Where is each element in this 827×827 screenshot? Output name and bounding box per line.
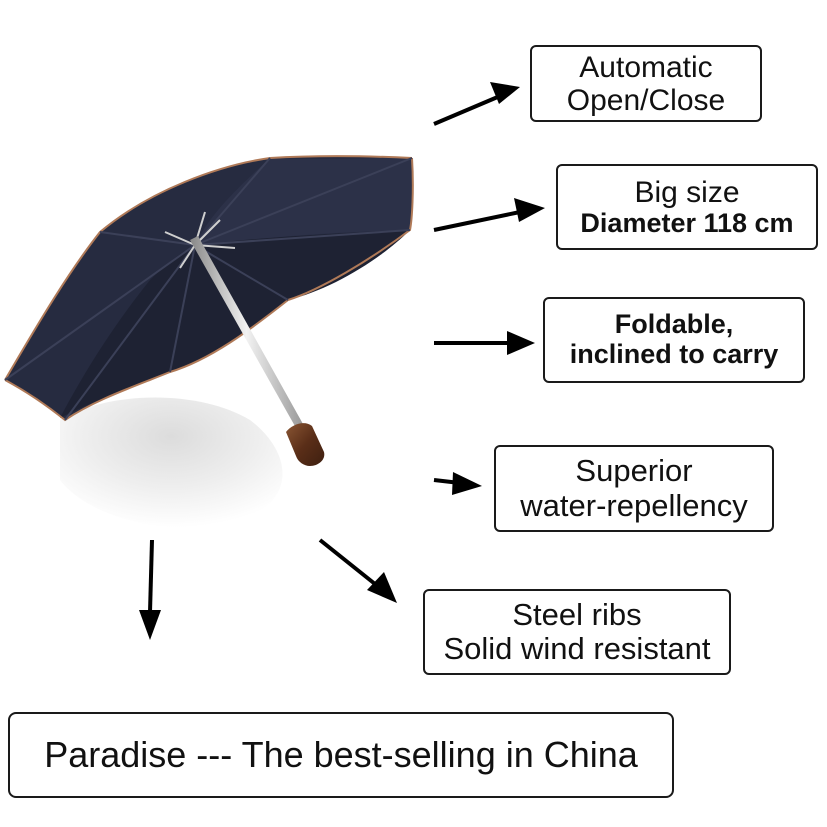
feature-size-box: Big size Diameter 118 cm: [556, 164, 818, 250]
feature-automatic-box: Automatic Open/Close: [530, 45, 762, 122]
feature-water-box: Superior water-repellency: [494, 445, 774, 532]
banner-box: Paradise --- The best-selling in China: [8, 712, 674, 798]
arrow-icon: [139, 82, 545, 640]
feature-steel-line2: Solid wind resistant: [443, 631, 711, 666]
feature-foldable-line2: inclined to carry: [569, 339, 779, 369]
feature-water-line1: Superior: [575, 453, 693, 489]
feature-water-line2: water-repellency: [520, 487, 748, 523]
feature-foldable-line1: Foldable,: [614, 309, 734, 340]
feature-automatic-line1: Automatic: [579, 50, 713, 84]
feature-size-line1: Big size: [634, 175, 740, 209]
feature-size-line2: Diameter 118 cm: [580, 207, 794, 238]
umbrella-handle: [286, 423, 325, 466]
banner-text: Paradise --- The best-selling in China: [44, 734, 638, 776]
feature-foldable-box: Foldable, inclined to carry: [543, 297, 805, 383]
feature-automatic-line2: Open/Close: [566, 83, 726, 117]
umbrella-ribs: [4, 157, 413, 421]
feature-steel-box: Steel ribs Solid wind resistant: [423, 589, 731, 675]
umbrella-shadow: [60, 397, 283, 528]
umbrella-shaft: [190, 236, 303, 428]
feature-steel-line1: Steel ribs: [512, 596, 642, 632]
